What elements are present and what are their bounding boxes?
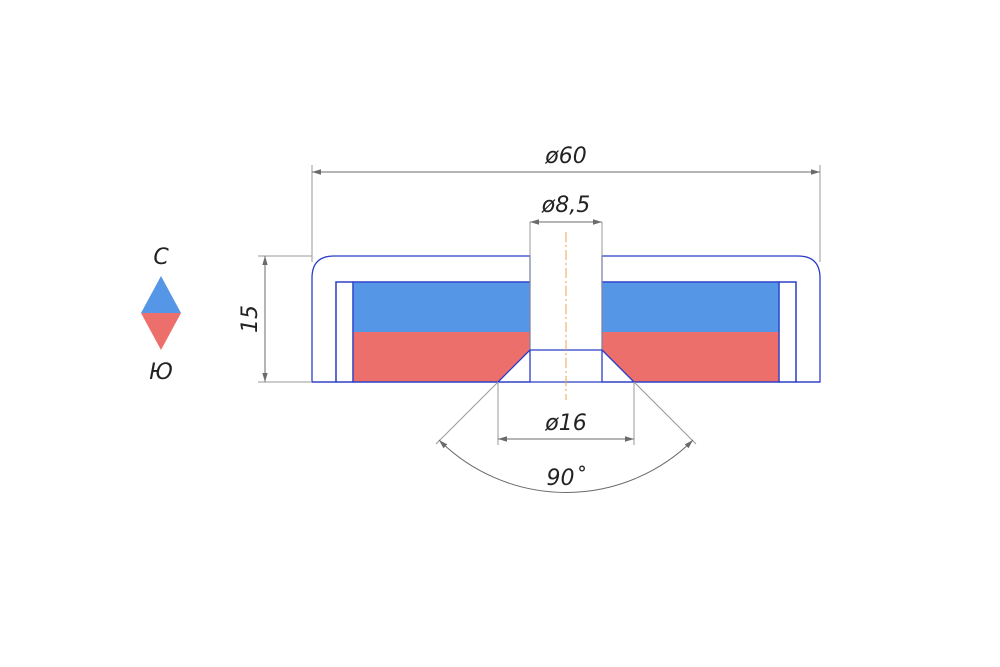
magnet-north-right (602, 282, 779, 332)
spacer-ring-left (335, 281, 354, 383)
countersink-right (601, 349, 635, 383)
dim-arc-angle (438, 439, 694, 493)
angle-ext-right (633, 381, 697, 445)
magnet-south-left (353, 332, 530, 382)
dim-outer-diameter: ø60 (544, 144, 586, 169)
dim-height: 15 (238, 305, 263, 333)
legend-north-label: С (153, 245, 169, 270)
magnet-south-right (602, 332, 779, 382)
legend-south-label: Ю (149, 360, 173, 385)
countersink-left (497, 349, 531, 383)
dim-countersink-diameter: ø16 (544, 411, 586, 436)
spacer-ring-right (778, 281, 797, 383)
legend-south-triangle (141, 313, 181, 350)
dim-angle: 90˚ (547, 466, 586, 491)
angle-ext-left (435, 381, 499, 445)
dim-hole-diameter: ø8,5 (541, 193, 590, 218)
legend-north-triangle (141, 276, 181, 313)
magnet-north-left (353, 282, 530, 332)
